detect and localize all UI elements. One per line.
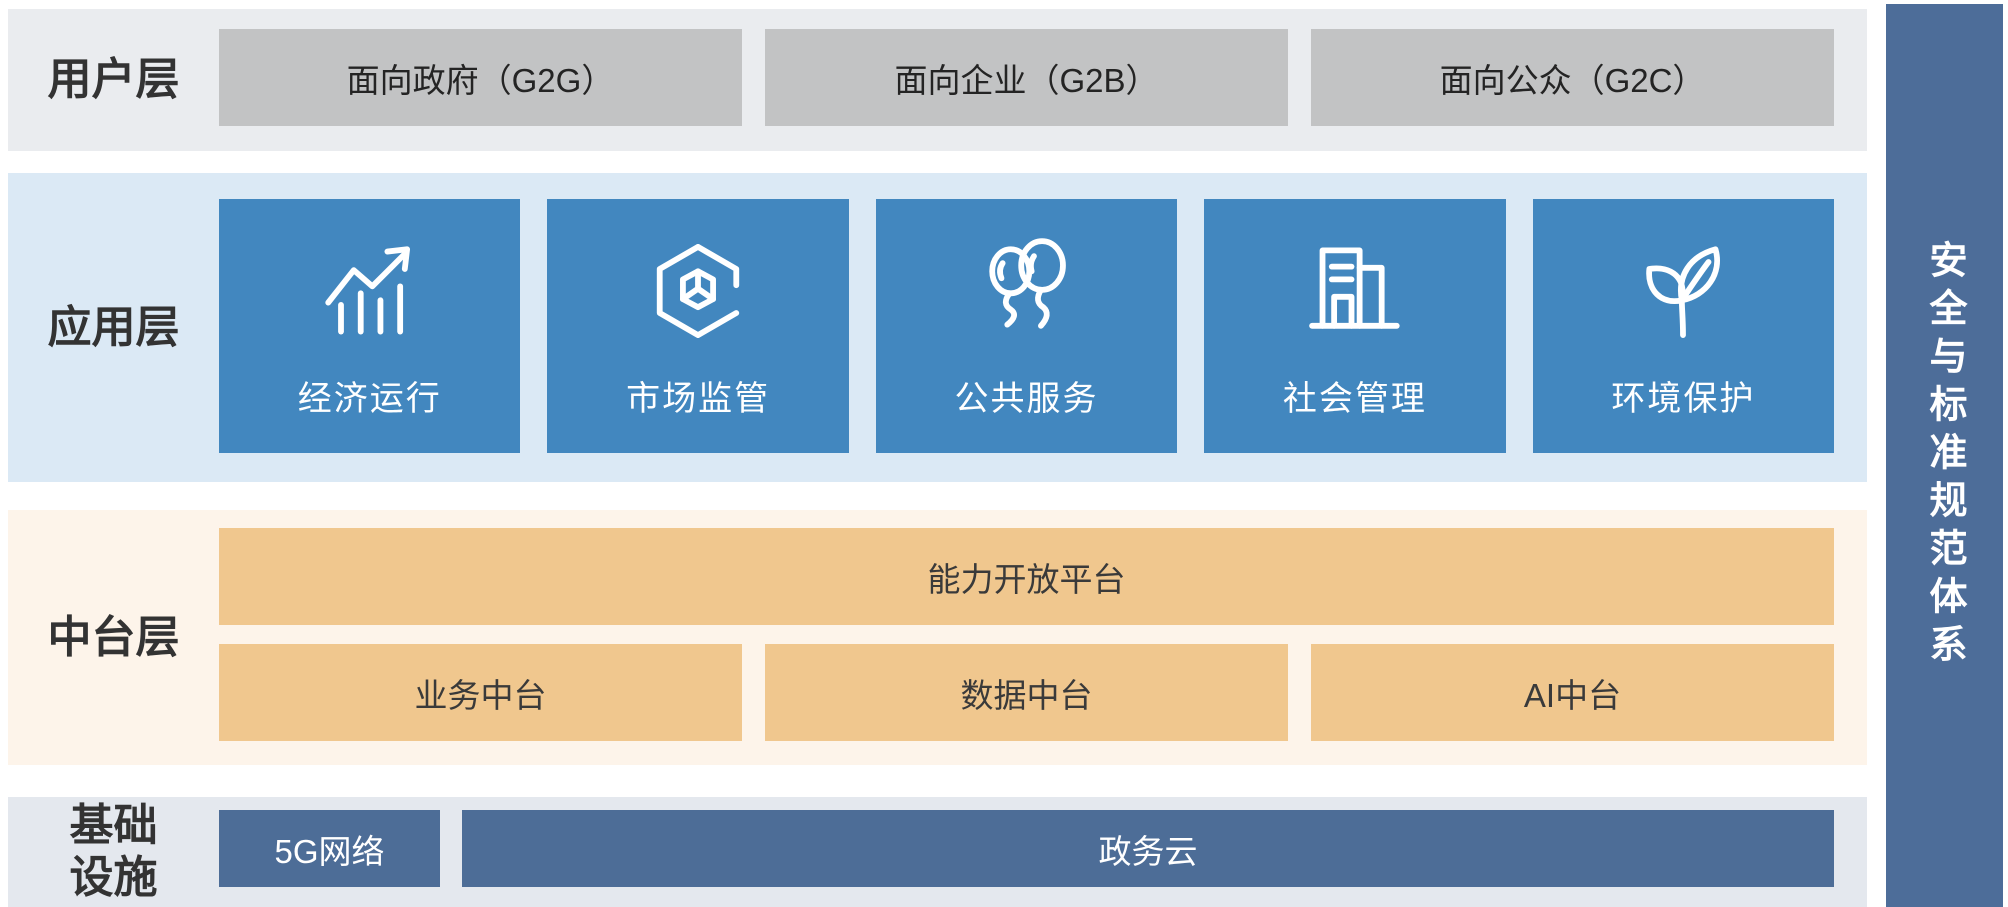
- app-card-public-service: 公共服务: [875, 199, 1178, 453]
- user-layer-row: 面向政府（G2G） 面向企业（G2B） 面向公众（G2C）: [219, 29, 1834, 126]
- app-card-label: 公共服务: [954, 379, 1099, 418]
- user-layer-label: 用户层: [47, 55, 180, 105]
- infrastructure-label-text: 基础设施: [69, 801, 158, 902]
- buildings-icon: [1297, 233, 1413, 349]
- infrastructure-row: 5G网络 政务云: [219, 810, 1834, 887]
- mid-box-data: 数据中台: [765, 644, 1288, 741]
- app-card-label: 环境保护: [1611, 379, 1756, 418]
- application-layer-row: 经济运行 市场监管: [219, 199, 1835, 453]
- trend-chart-icon: [312, 233, 428, 349]
- security-standards-sidebar: 安全与标准规范体系: [1886, 4, 2003, 907]
- app-card-label: 社会管理: [1282, 379, 1427, 418]
- app-card-environment: 环境保护: [1532, 199, 1835, 453]
- user-box-g2g: 面向政府（G2G）: [219, 29, 742, 126]
- middle-platform-label: 中台层: [47, 612, 180, 662]
- mid-box-ai: AI中台: [1311, 644, 1834, 741]
- balloons-icon: [969, 233, 1085, 349]
- app-card-social: 社会管理: [1204, 199, 1506, 453]
- middle-platform-band: 中台层 能力开放平台 业务中台 数据中台 AI中台: [8, 510, 1867, 765]
- app-card-economy: 经济运行: [219, 199, 521, 453]
- security-standards-label: 安全与标准规范体系: [1923, 239, 1965, 672]
- hexagon-cube-icon: [640, 233, 756, 349]
- infra-box-5g: 5G网络: [219, 810, 440, 887]
- user-box-g2b: 面向企业（G2B）: [765, 29, 1288, 126]
- user-layer-band: 用户层 面向政府（G2G） 面向企业（G2B） 面向公众（G2C）: [8, 9, 1867, 151]
- application-layer-band: 应用层 经济运行: [8, 173, 1867, 482]
- mid-box-business: 业务中台: [219, 644, 742, 741]
- capability-platform-bar: 能力开放平台: [219, 528, 1834, 625]
- infrastructure-band: 基础设施 5G网络 政务云: [8, 797, 1867, 907]
- infrastructure-label: 基础设施: [8, 797, 219, 907]
- app-card-label: 经济运行: [297, 379, 442, 418]
- user-box-g2c: 面向公众（G2C）: [1311, 29, 1834, 126]
- app-card-market: 市场监管: [547, 199, 849, 453]
- app-card-label: 市场监管: [626, 379, 771, 418]
- application-layer-label: 应用层: [47, 302, 180, 352]
- leaves-icon: [1625, 233, 1741, 349]
- infra-box-gov-cloud: 政务云: [462, 810, 1834, 887]
- middle-platform-row: 业务中台 数据中台 AI中台: [219, 644, 1834, 741]
